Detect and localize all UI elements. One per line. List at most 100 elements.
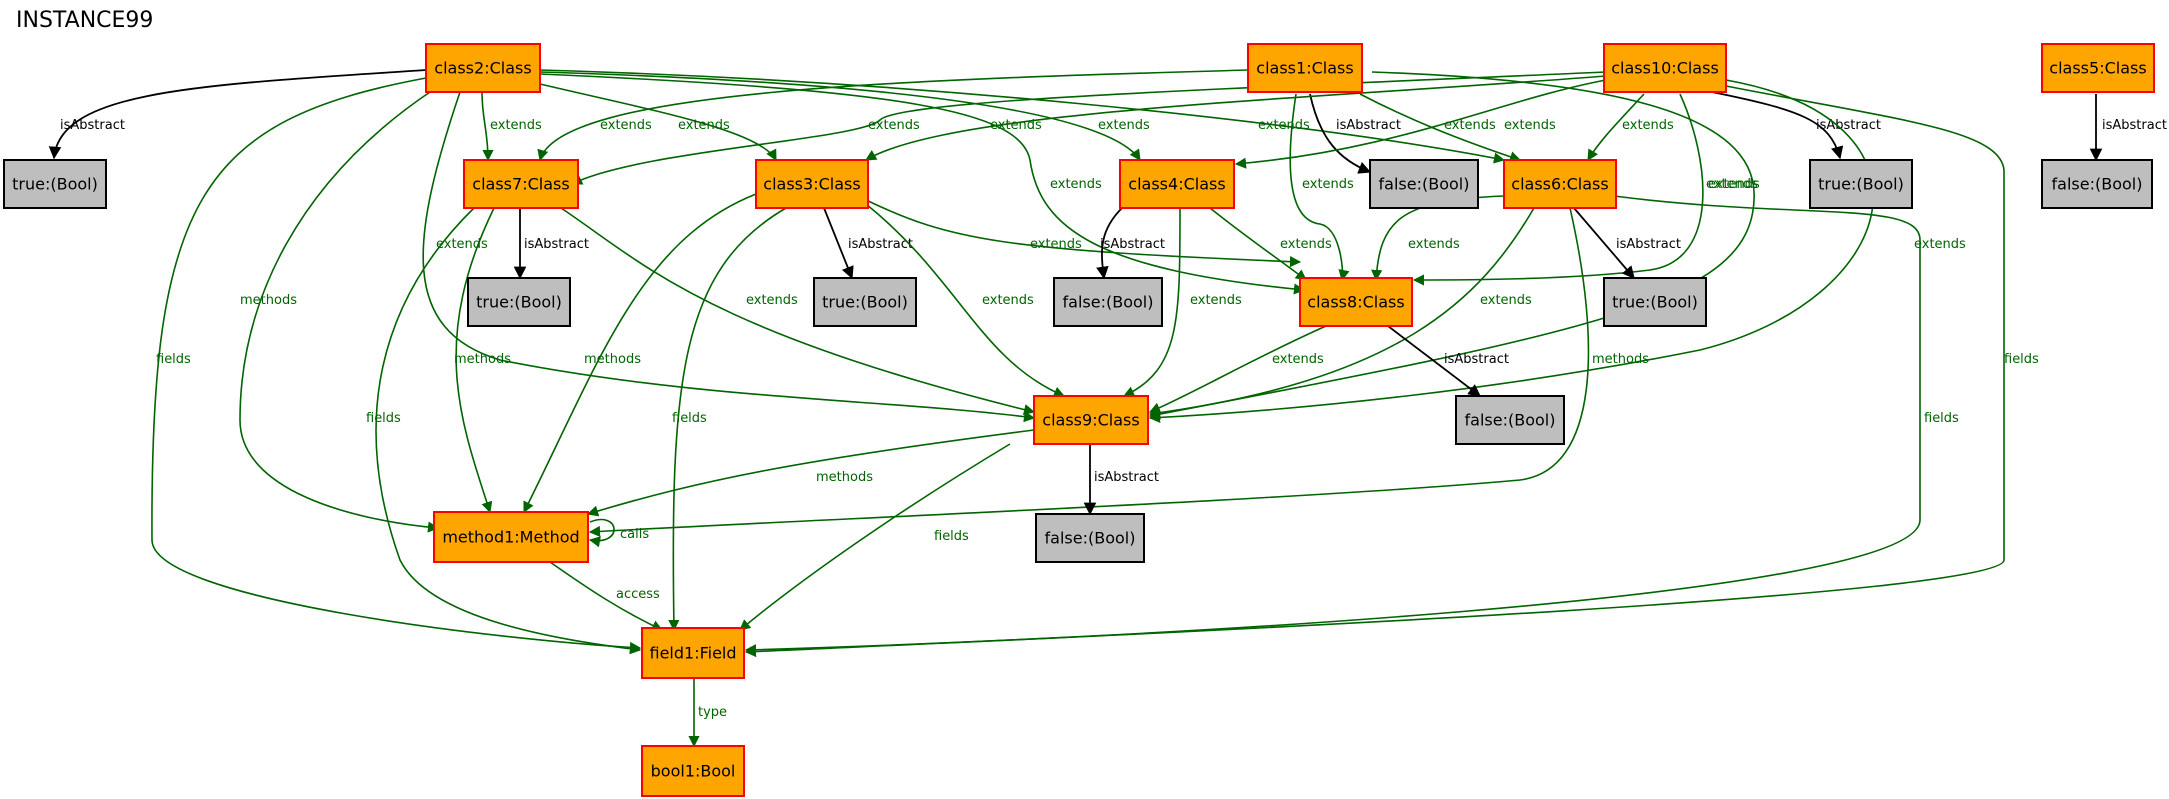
- edge-class7-isabstract: isAbstract: [513, 208, 589, 280]
- node-class2[interactable]: class2:Class: [425, 43, 541, 93]
- svg-text:methods: methods: [454, 352, 511, 367]
- svg-text:extends: extends: [990, 118, 1042, 133]
- node-bool-class9[interactable]: false:(Bool): [1035, 513, 1145, 563]
- node-bool-class2[interactable]: true:(Bool): [3, 159, 107, 209]
- edge-class3-fields-field1: fields: [668, 207, 787, 632]
- svg-text:extends: extends: [1708, 177, 1760, 192]
- svg-text:extends: extends: [1444, 118, 1496, 133]
- node-bool-class1[interactable]: false:(Bool): [1369, 159, 1479, 209]
- svg-text:extends: extends: [1258, 118, 1310, 133]
- svg-text:isAbstract: isAbstract: [1094, 470, 1159, 485]
- edge-class1-extends-class8: extends: [1289, 93, 1354, 282]
- svg-text:fields: fields: [366, 411, 401, 426]
- edge-class3-extends-class9: extends: [865, 203, 1066, 398]
- node-bool-class8[interactable]: false:(Bool): [1455, 395, 1565, 445]
- edge-class6-methods-method1: methods: [588, 207, 1649, 538]
- edge-class7-fields-field1: fields: [366, 207, 642, 655]
- svg-text:methods: methods: [584, 352, 641, 367]
- node-bool-class6[interactable]: true:(Bool): [1603, 277, 1707, 327]
- svg-text:false:(Bool): false:(Bool): [2052, 175, 2143, 194]
- svg-text:class1:Class: class1:Class: [1256, 59, 1353, 78]
- node-method1[interactable]: method1:Method: [433, 511, 589, 563]
- node-class4[interactable]: class4:Class: [1119, 159, 1235, 209]
- node-bool-class4[interactable]: false:(Bool): [1053, 277, 1163, 327]
- svg-text:extends: extends: [600, 118, 652, 133]
- edge-class3-methods-method1: methods: [523, 193, 757, 514]
- node-bool-class7[interactable]: true:(Bool): [467, 277, 571, 327]
- node-class1[interactable]: class1:Class: [1247, 43, 1363, 93]
- svg-text:field1:Field: field1:Field: [649, 644, 736, 663]
- svg-text:class2:Class: class2:Class: [434, 59, 531, 78]
- edge-class6-fields-field1: fields: [744, 195, 1959, 656]
- svg-text:access: access: [616, 587, 660, 602]
- edge-class2-extends-class8: extends: [539, 73, 1306, 295]
- edge-class2-extends-class6: extends: [539, 69, 1506, 164]
- node-class7[interactable]: class7:Class: [463, 159, 579, 209]
- svg-text:isAbstract: isAbstract: [1100, 237, 1165, 252]
- svg-text:extends: extends: [436, 237, 488, 252]
- node-field1[interactable]: field1:Field: [641, 627, 745, 679]
- node-bool-class10[interactable]: true:(Bool): [1809, 159, 1913, 209]
- edge-class5-isabstract: isAbstract: [2089, 94, 2167, 162]
- svg-text:class6:Class: class6:Class: [1511, 175, 1608, 194]
- svg-text:isAbstract: isAbstract: [524, 237, 589, 252]
- svg-text:false:(Bool): false:(Bool): [1379, 175, 1470, 194]
- edge-class3-isabstract: isAbstract: [823, 207, 913, 280]
- node-bool-class5[interactable]: false:(Bool): [2041, 159, 2153, 209]
- node-bool1[interactable]: bool1:Bool: [641, 745, 745, 797]
- svg-text:false:(Bool): false:(Bool): [1465, 411, 1556, 430]
- edge-class3-extends-class8: extends: [865, 199, 1302, 268]
- edge-class2-extends-class9: extends: [422, 91, 1036, 423]
- svg-text:extends: extends: [1272, 352, 1324, 367]
- edge-field1-type-bool1: type: [688, 678, 727, 748]
- svg-text:method1:Method: method1:Method: [442, 528, 579, 547]
- svg-text:false:(Bool): false:(Bool): [1045, 529, 1136, 548]
- node-class6[interactable]: class6:Class: [1503, 159, 1617, 209]
- svg-text:true:(Bool): true:(Bool): [12, 175, 98, 194]
- edge-class2-fields-field1: fields: [151, 77, 642, 654]
- edge-class4-extends-class8: extends: [1209, 207, 1332, 281]
- svg-text:class10:Class: class10:Class: [1611, 59, 1719, 78]
- edge-class10-extends-class6: extends: [1587, 93, 1674, 161]
- svg-text:extends: extends: [1408, 237, 1460, 252]
- svg-text:isAbstract: isAbstract: [1616, 237, 1681, 252]
- node-class9[interactable]: class9:Class: [1033, 395, 1149, 445]
- svg-text:methods: methods: [240, 293, 297, 308]
- edge-class10-extends-class9: extends: [1148, 79, 1966, 424]
- svg-text:isAbstract: isAbstract: [1336, 118, 1401, 133]
- node-class5[interactable]: class5:Class: [2041, 43, 2155, 93]
- svg-text:extends: extends: [1030, 237, 1082, 252]
- node-class10[interactable]: class10:Class: [1603, 43, 1727, 93]
- edge-class8-extends-class9: extends: [1148, 325, 1327, 414]
- svg-text:isAbstract: isAbstract: [848, 237, 913, 252]
- edge-class6-extends-class9: extends: [1148, 207, 1535, 419]
- node-class3[interactable]: class3:Class: [755, 159, 869, 209]
- svg-text:class5:Class: class5:Class: [2049, 59, 2146, 78]
- svg-text:extends: extends: [678, 118, 730, 133]
- svg-text:calls: calls: [620, 527, 649, 542]
- edge-class9-isabstract: isAbstract: [1083, 444, 1159, 516]
- edge-class7-methods-method1: methods: [454, 207, 511, 514]
- diagram-title: INSTANCE99: [16, 8, 154, 33]
- edge-class9-methods-method1: methods: [586, 429, 1035, 517]
- edge-class2-extends-class3: extends: [539, 83, 777, 161]
- svg-text:class9:Class: class9:Class: [1042, 411, 1139, 430]
- svg-text:true:(Bool): true:(Bool): [1818, 175, 1904, 194]
- svg-text:isAbstract: isAbstract: [1816, 118, 1881, 133]
- edge-class2-isabstract: isAbstract: [48, 69, 427, 160]
- edge-class8-isabstract: isAbstract: [1387, 325, 1509, 397]
- edge-class10-extends-class8: extends: [1412, 93, 1758, 286]
- svg-text:class3:Class: class3:Class: [763, 175, 860, 194]
- svg-text:methods: methods: [816, 470, 873, 485]
- edge-class10-extends-class4: extends: [1234, 79, 1607, 169]
- svg-text:extends: extends: [1622, 118, 1674, 133]
- svg-text:class4:Class: class4:Class: [1128, 175, 1225, 194]
- svg-text:extends: extends: [1098, 118, 1150, 133]
- svg-text:extends: extends: [1914, 237, 1966, 252]
- svg-text:fields: fields: [934, 529, 969, 544]
- svg-text:extends: extends: [868, 118, 920, 133]
- edge-class4-isabstract: isAbstract: [1096, 207, 1165, 280]
- node-class8[interactable]: class8:Class: [1299, 277, 1413, 327]
- node-bool-class3[interactable]: true:(Bool): [813, 277, 917, 327]
